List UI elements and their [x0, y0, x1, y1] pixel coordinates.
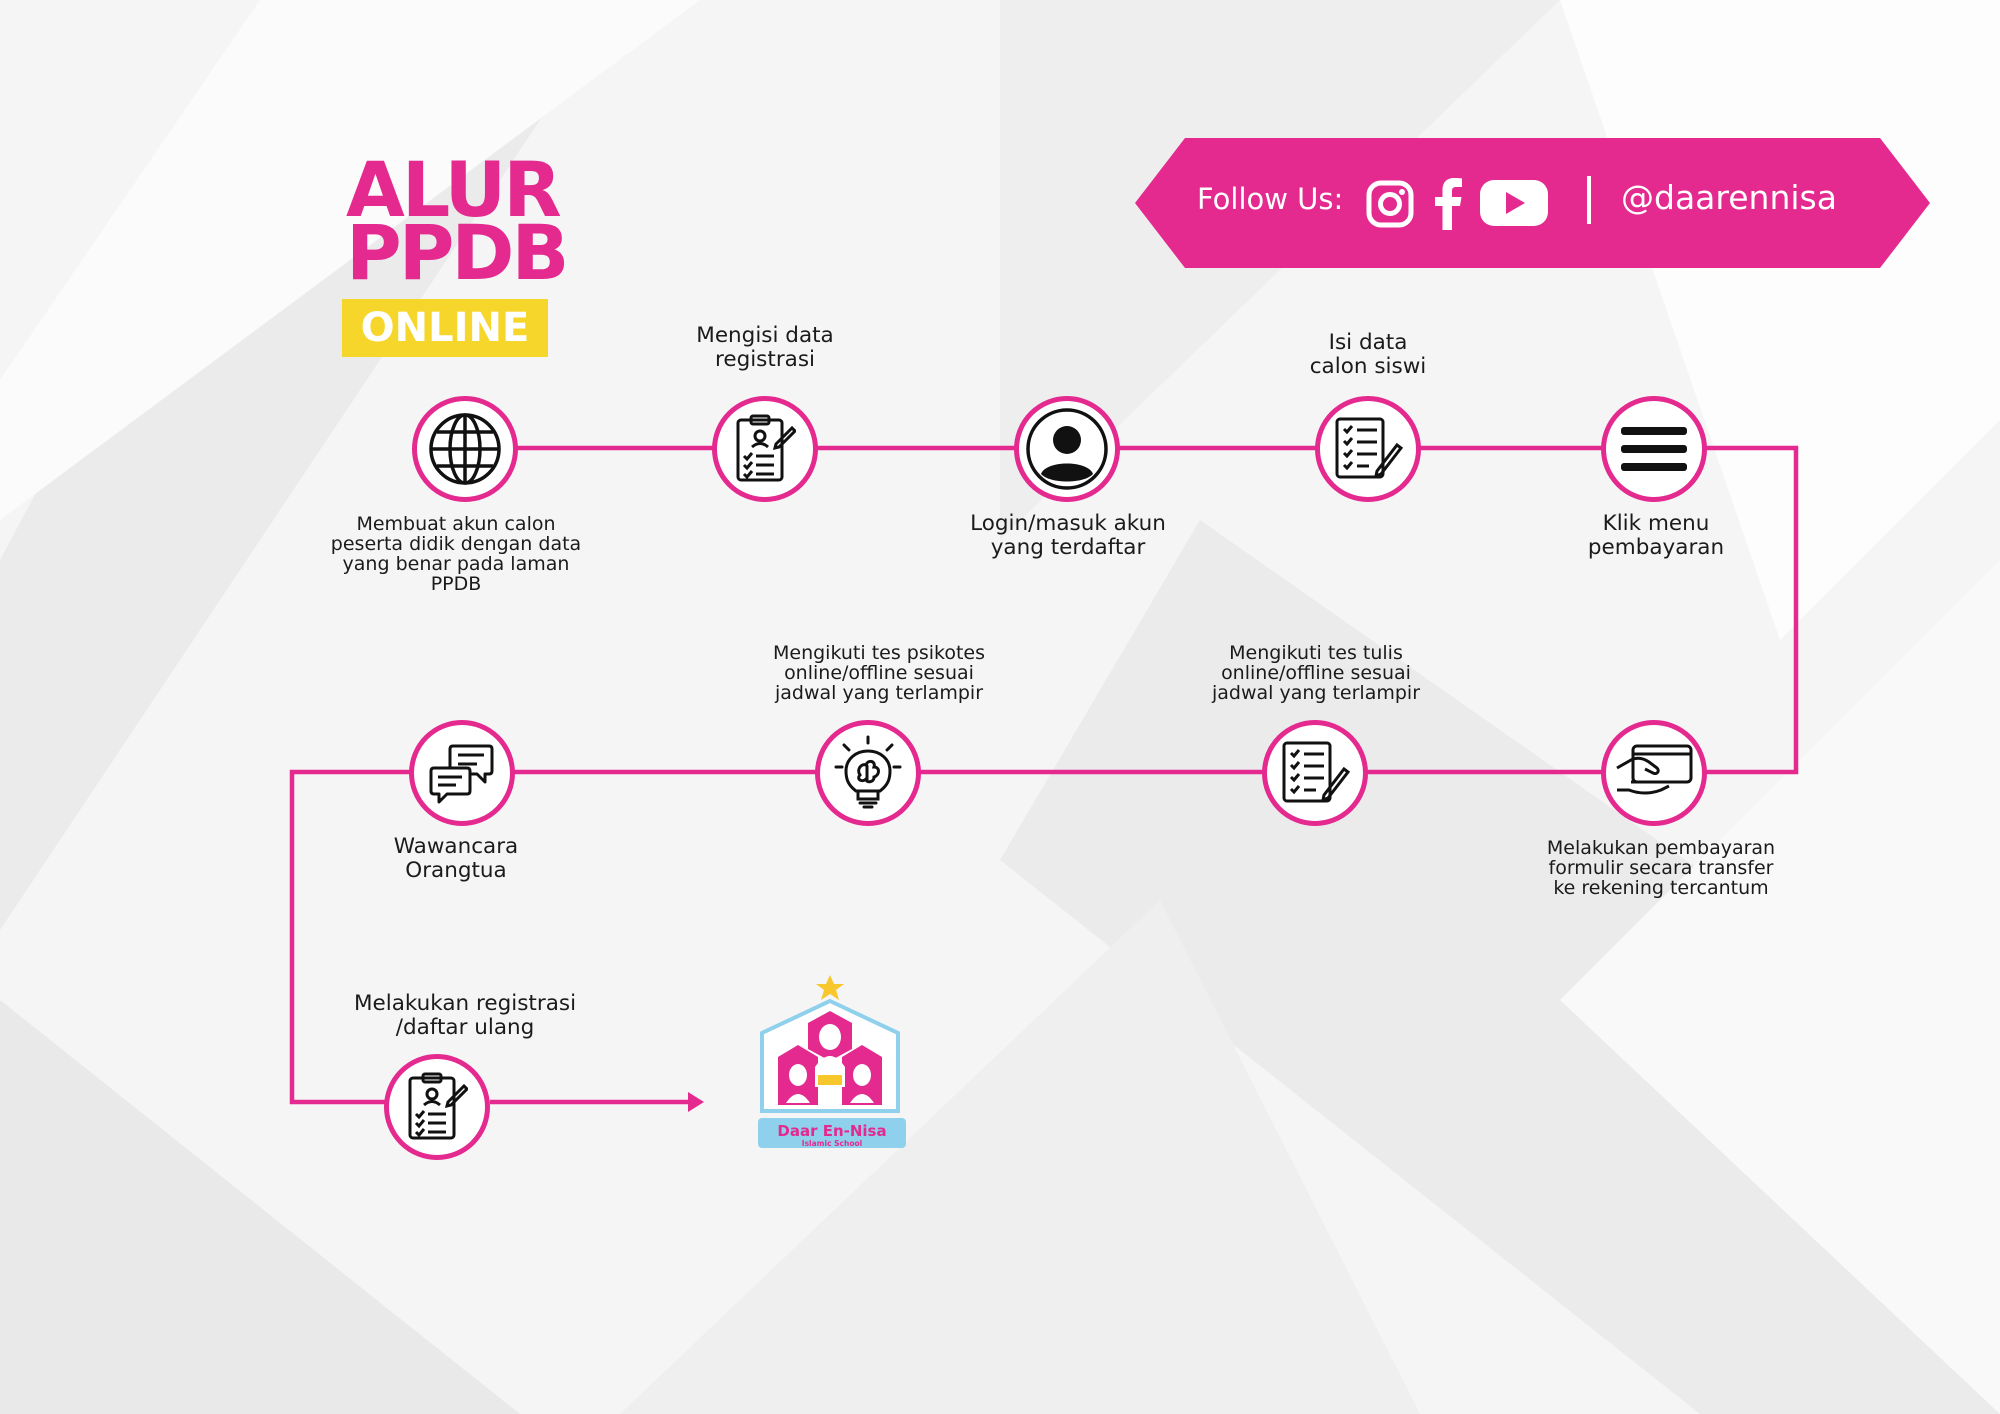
- registration-form-icon: [408, 1072, 468, 1140]
- instagram-icon[interactable]: [1365, 179, 1415, 229]
- step-6-label: Melakukan pembayaran formulir secara tra…: [1546, 837, 1776, 899]
- card-payment-icon: [1616, 744, 1693, 795]
- online-badge: ONLINE: [342, 299, 548, 357]
- banner-divider: [1587, 176, 1591, 224]
- page-title-line-1: ALUR: [346, 145, 562, 234]
- step-7-label: Mengikuti tes tulis online/offline sesua…: [1211, 642, 1421, 704]
- step-9-circle: [409, 720, 515, 826]
- school-logo: Daar En-Nisa Islamic School: [752, 975, 912, 1155]
- follow-banner: Follow Us: @daarennisa: [1135, 138, 1930, 268]
- step-2-circle: [712, 396, 818, 502]
- social-handle[interactable]: @daarennisa: [1621, 178, 1837, 217]
- step-7-circle: [1262, 720, 1368, 826]
- step-2-label: Mengisi data registrasi: [696, 323, 834, 372]
- step-3-circle: [1014, 396, 1120, 502]
- lightbulb-brain-icon: [834, 735, 902, 809]
- checklist-pen-icon: [1282, 741, 1350, 803]
- checklist-pen-icon: [1335, 417, 1403, 479]
- step-1-label: Membuat akun calon peserta didik dengan …: [330, 513, 582, 595]
- step-10-circle: [384, 1054, 490, 1160]
- follow-label: Follow Us:: [1197, 182, 1344, 216]
- step-10-label: Melakukan registrasi /daftar ulang: [353, 991, 577, 1040]
- step-5-circle: [1601, 396, 1707, 502]
- page-title-line-2: PPDB: [346, 208, 569, 297]
- facebook-icon[interactable]: [1433, 176, 1463, 230]
- step-8-label: Mengikuti tes psikotes online/offline se…: [773, 642, 985, 704]
- registration-form-icon: [736, 414, 796, 482]
- step-8-circle: [815, 720, 921, 826]
- step-9-label: Wawancara Orangtua: [393, 834, 519, 883]
- globe-icon: [429, 413, 501, 485]
- chat-bubbles-icon: [429, 744, 494, 804]
- school-logo-name: Daar En-Nisa: [777, 1122, 887, 1140]
- step-1-circle: [412, 396, 518, 502]
- school-logo-subtitle: Islamic School: [801, 1139, 863, 1148]
- step-5-label: Klik menu pembayaran: [1587, 511, 1725, 560]
- school-logo-emblem: [758, 975, 906, 1148]
- step-3-label: Login/masuk akun yang terdaftar: [970, 511, 1166, 560]
- youtube-icon[interactable]: [1479, 178, 1549, 228]
- step-6-circle: [1601, 720, 1707, 826]
- step-4-circle: [1315, 396, 1421, 502]
- menu-icon: [1621, 427, 1687, 471]
- user-icon: [1026, 408, 1108, 490]
- step-4-label: Isi data calon siswi: [1309, 330, 1427, 379]
